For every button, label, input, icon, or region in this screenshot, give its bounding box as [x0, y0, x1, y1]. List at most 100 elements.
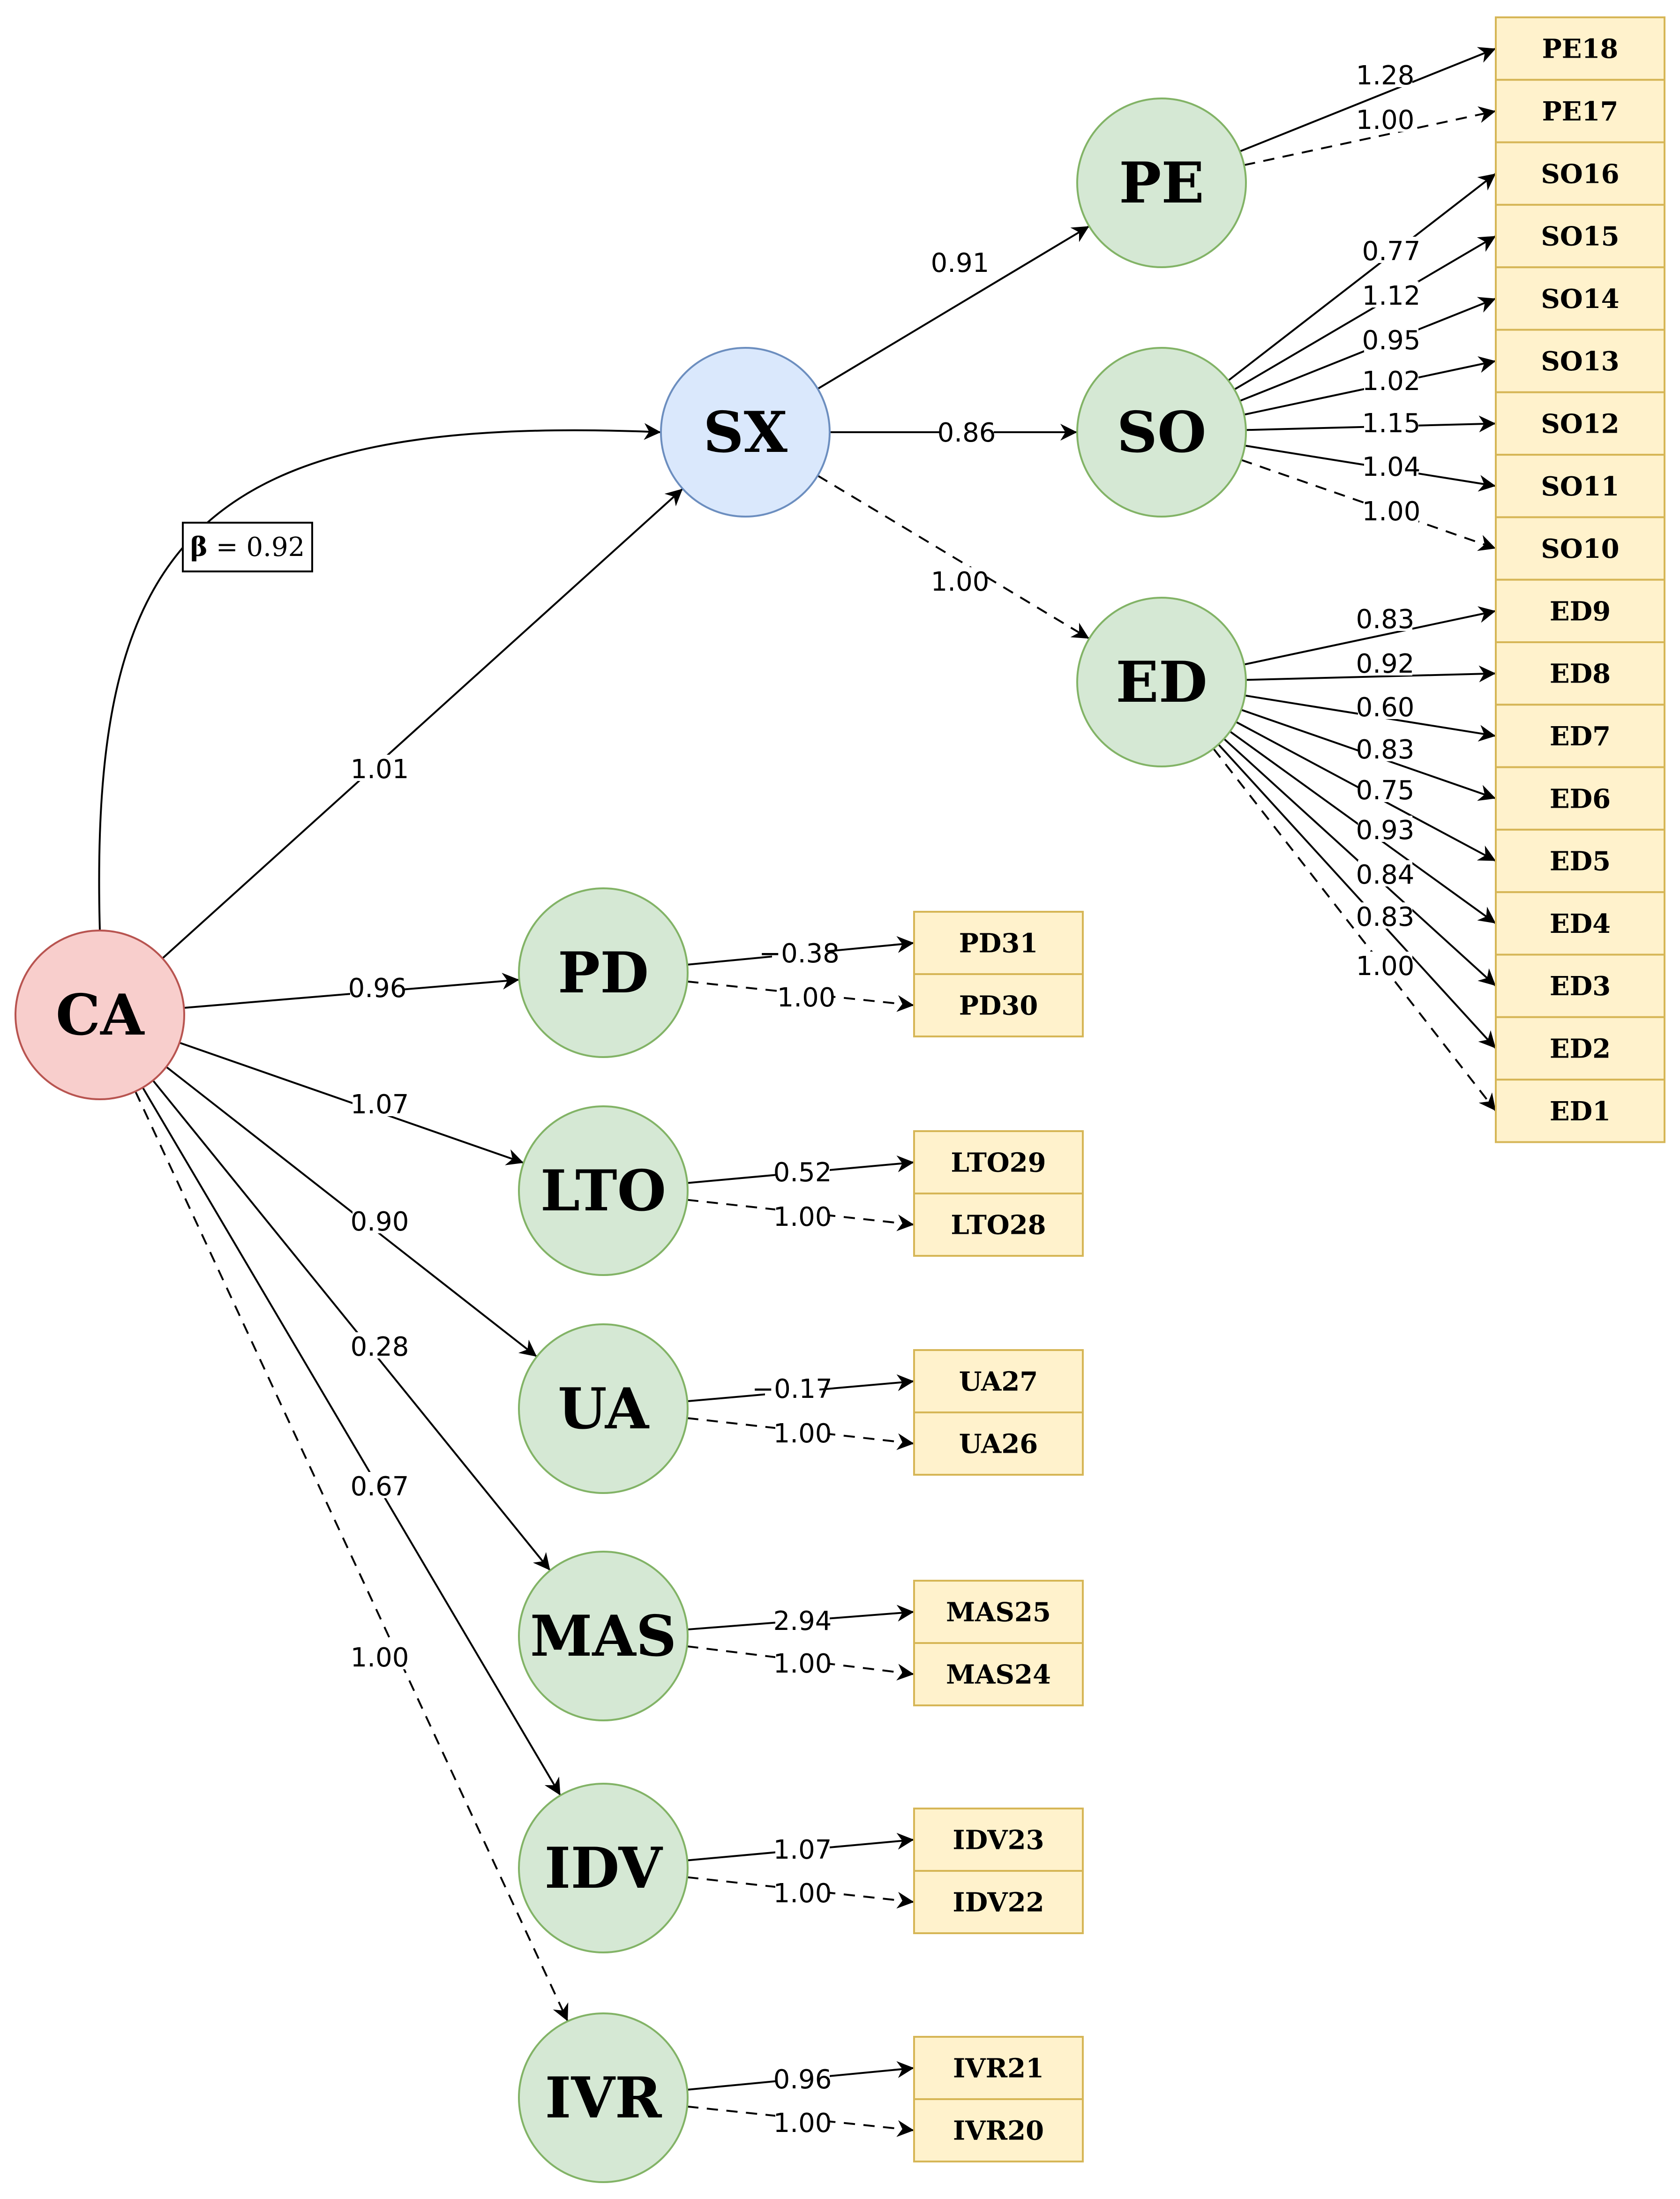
edge-label-sx-pe: 0.91	[931, 248, 990, 278]
edge-pe-pe17	[1244, 106, 1496, 166]
node-ua-label: UA	[558, 1376, 650, 1442]
edge-label-bg-so-so14	[1364, 326, 1418, 352]
indicator-so14: SO14	[1495, 266, 1665, 331]
beta-value: = 0.92	[208, 532, 305, 563]
indicator-ed9: ED9	[1495, 578, 1665, 643]
node-ca-circle	[15, 930, 185, 1100]
edge-label-bg-sx-so	[939, 418, 994, 444]
indicator-ed1-label: ED1	[1550, 1096, 1611, 1127]
indicator-ed8-label: ED8	[1550, 659, 1611, 690]
edge-label-ca-lto: 1.07	[351, 1089, 409, 1120]
edge-so-so15	[1234, 235, 1497, 390]
edge-label-bg-ed-ed6	[1358, 735, 1412, 761]
indicator-pe18: PE18	[1495, 16, 1665, 81]
indicator-mas24-box	[913, 1642, 1084, 1706]
edge-label-bg-pe-pe17	[1358, 105, 1412, 132]
indicator-pd31-box	[913, 911, 1084, 975]
indicator-pe17-label: PE17	[1542, 96, 1619, 127]
edge-label-bg-ed-ed3	[1358, 860, 1412, 886]
indicator-so12: SO12	[1495, 391, 1665, 456]
node-pd-label: PD	[558, 940, 649, 1006]
edge-ca-mas	[152, 1080, 551, 1571]
indicator-ua27-box	[913, 1349, 1084, 1413]
indicator-ed3-label: ED3	[1550, 971, 1611, 1002]
indicator-ivr20-box	[913, 2098, 1084, 2162]
edge-label-bg-ed-ed2	[1358, 902, 1412, 929]
edge-label-bg-ivr-ivr20	[775, 2109, 830, 2135]
edge-label-ca-ivr: 1.00	[351, 1643, 409, 1673]
edge-ca-sx-beta	[98, 423, 661, 931]
indicator-ivr20-label: IVR20	[953, 2116, 1044, 2146]
indicator-lto28: LTO28	[913, 1193, 1084, 1257]
edge-label-bg-pd-pd30	[779, 983, 833, 1009]
indicator-ed7-box	[1495, 704, 1665, 768]
edge-label-bg-ed-ed7	[1358, 693, 1412, 719]
node-ca: CA	[15, 930, 185, 1100]
edge-label-ed-ed5: 0.75	[1356, 775, 1415, 806]
node-ed-label: ED	[1116, 649, 1208, 715]
edge-sx-ed	[817, 474, 1090, 640]
indicator-mas25-box	[913, 1580, 1084, 1644]
indicator-ivr20: IVR20	[913, 2098, 1084, 2162]
edge-ca-ua	[165, 1066, 538, 1358]
node-ed-circle	[1076, 597, 1247, 767]
node-ca-label: CA	[56, 982, 145, 1048]
edge-label-ua-ua26: 1.00	[773, 1418, 832, 1449]
edge-pe-pe18	[1239, 47, 1496, 152]
edge-labels-layer: 1.010.961.070.900.280.671.000.910.861.00…	[348, 60, 1421, 2139]
node-sx-label: SX	[703, 399, 788, 465]
indicator-mas25-label: MAS25	[946, 1597, 1051, 1628]
edge-label-ed-ed9: 0.83	[1356, 604, 1415, 635]
edge-label-bg-mas-mas24	[775, 1649, 830, 1675]
edge-label-ca-mas: 0.28	[351, 1332, 409, 1362]
indicator-ed2-label: ED2	[1550, 1033, 1611, 1064]
indicator-so14-box	[1495, 266, 1665, 331]
indicator-ed1: ED1	[1495, 1079, 1665, 1143]
node-ed: ED	[1076, 597, 1247, 767]
node-pd-circle	[518, 887, 689, 1058]
indicator-so14-label: SO14	[1541, 284, 1619, 315]
indicator-so16-box	[1495, 141, 1665, 206]
node-pe-circle	[1076, 98, 1247, 268]
edge-label-ca-sx: 1.01	[351, 754, 409, 785]
indicator-pd30: PD30	[913, 973, 1084, 1037]
indicator-so15: SO15	[1495, 203, 1665, 269]
edge-label-bg-lto-lto28	[775, 1202, 830, 1229]
beta-box-frame	[182, 522, 313, 572]
edge-label-pe-pe18: 1.28	[1356, 60, 1415, 91]
edge-label-idv-idv23: 1.07	[773, 1835, 832, 1865]
edge-label-bg-mas-mas25	[775, 1606, 830, 1633]
indicator-ed1-box	[1495, 1079, 1665, 1143]
node-so-circle	[1076, 347, 1247, 518]
edge-label-pd-pd31: −0.38	[759, 938, 840, 969]
indicator-pd30-box	[913, 973, 1084, 1037]
edge-label-ca-ua: 0.90	[351, 1207, 409, 1237]
edge-label-bg-ed-ed1	[1358, 952, 1412, 978]
indicator-ed2: ED2	[1495, 1016, 1665, 1081]
indicator-pd31: PD31	[913, 911, 1084, 975]
edges-layer	[98, 47, 1497, 2137]
edge-label-bg-so-so10	[1364, 497, 1418, 523]
edge-label-ed-ed1: 1.00	[1356, 951, 1415, 982]
edge-label-ed-ed7: 0.60	[1356, 692, 1415, 723]
edge-label-bg-ca-ivr	[352, 1643, 407, 1669]
indicator-idv22-box	[913, 1870, 1084, 1934]
edge-label-bg-lto-lto29	[775, 1158, 830, 1184]
edge-ed-ed9	[1244, 606, 1496, 666]
indicator-idv23-box	[913, 1808, 1084, 1872]
edge-label-bg-ca-lto	[352, 1090, 407, 1116]
node-idv-label: IDV	[544, 1835, 663, 1901]
indicator-ed6: ED6	[1495, 766, 1665, 831]
indicator-so16-label: SO16	[1541, 158, 1619, 189]
edge-label-ca-pd: 0.96	[348, 973, 407, 1004]
indicator-so13-box	[1495, 329, 1665, 393]
indicator-so11-label: SO11	[1541, 471, 1619, 502]
indicator-ivr21: IVR21	[913, 2036, 1084, 2100]
indicator-ivr21-box	[913, 2036, 1084, 2100]
beta-symbol: β	[190, 532, 208, 563]
indicator-ed4-label: ED4	[1550, 908, 1611, 939]
edge-label-so-so11: 1.04	[1362, 452, 1421, 482]
edge-label-bg-ua-ua27	[765, 1374, 819, 1401]
indicator-ua26: UA26	[913, 1411, 1084, 1476]
